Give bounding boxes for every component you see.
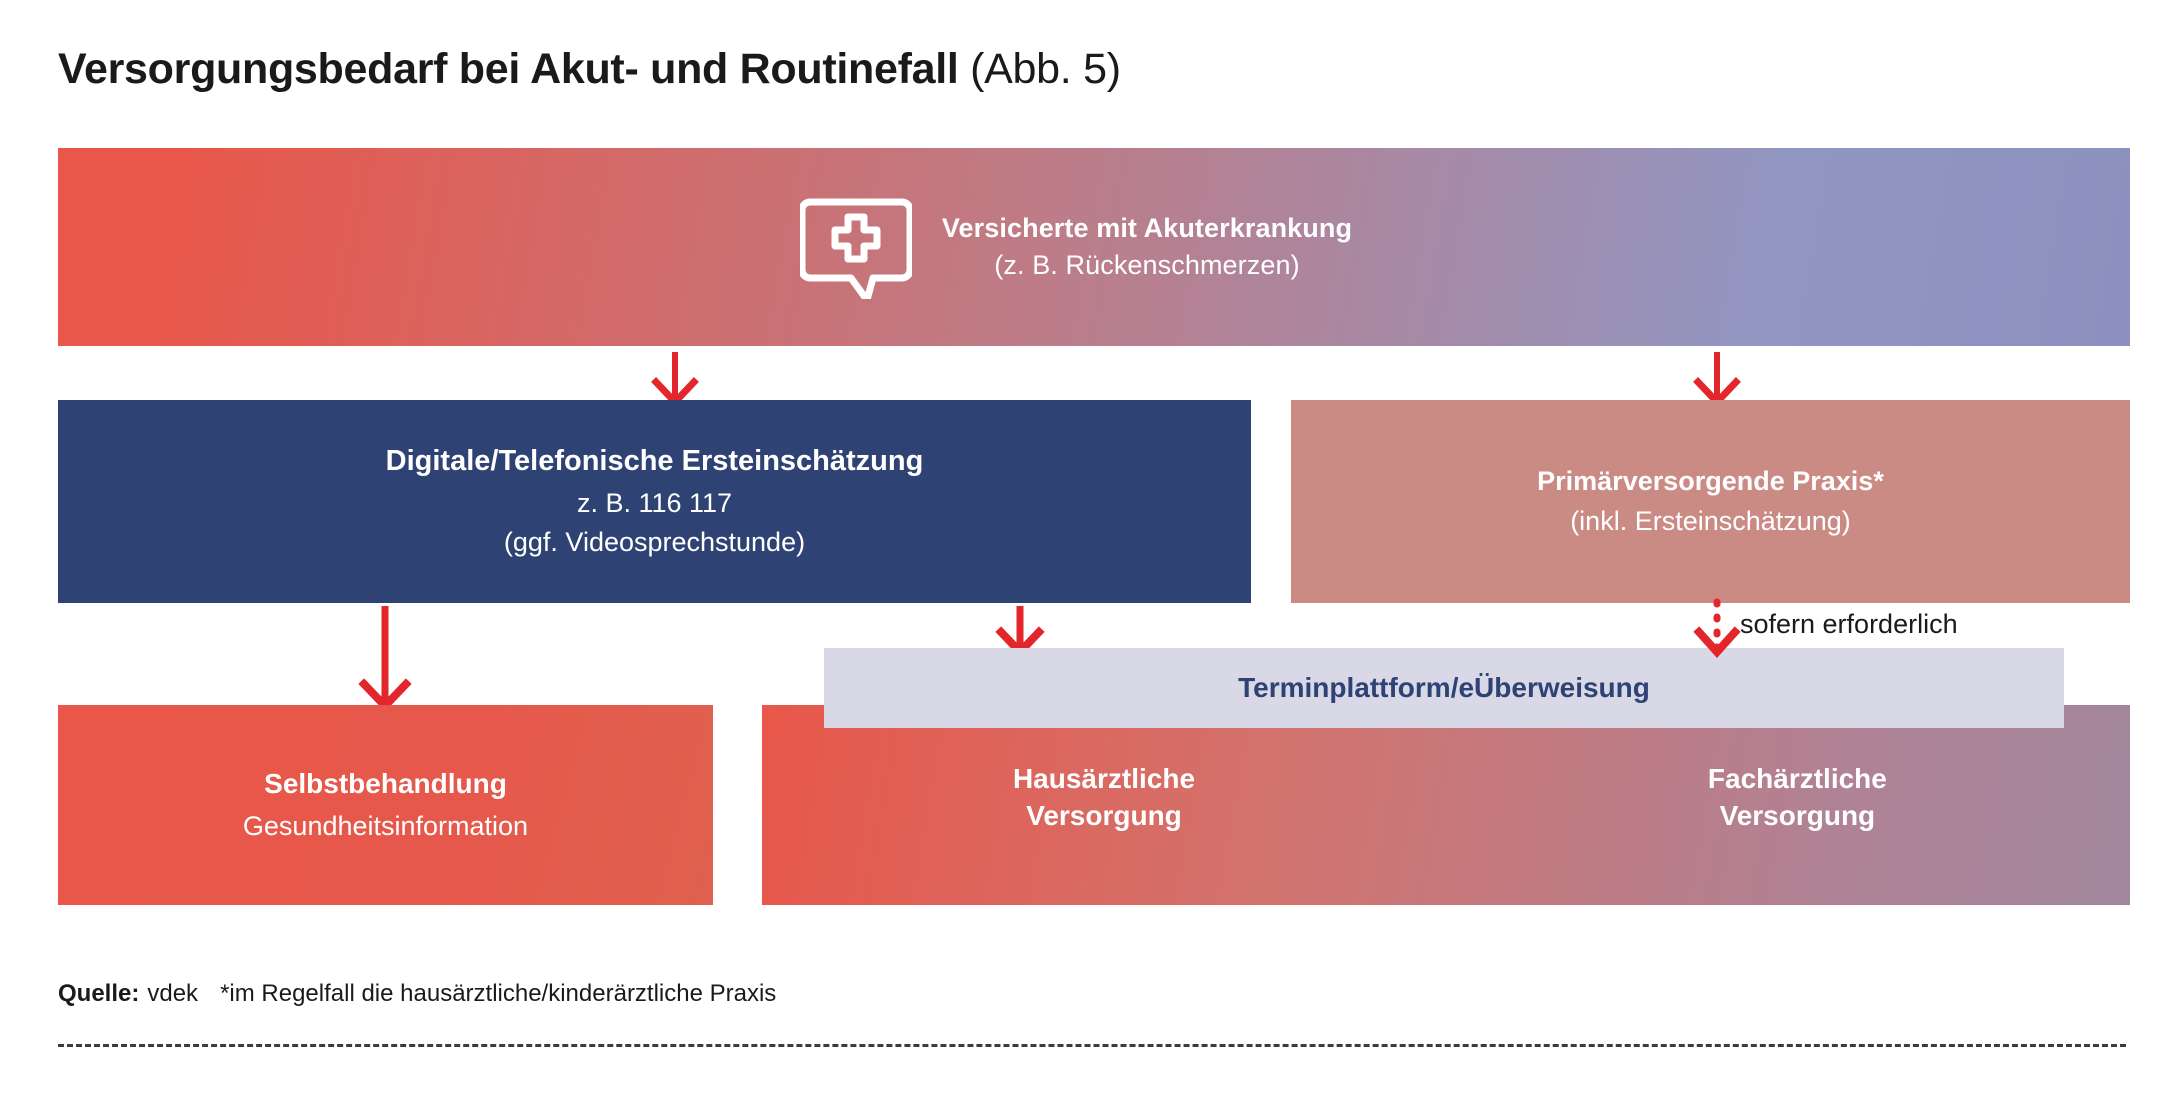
footer-source-value: vdek (147, 980, 199, 1007)
arrow-banner-to-digital (651, 352, 699, 408)
footer-note: *im Regelfall die hausärztliche/kinderär… (220, 980, 777, 1007)
box-digital-line-2: z. B. 116 117 (576, 487, 733, 518)
banner-line-2: (z. B. Rückenschmerzen) (994, 250, 1300, 280)
arrow-primary-to-terminplattform-dotted (1693, 598, 1741, 658)
arrow-digital-to-selbstbehandlung (358, 606, 412, 712)
box-primary-line-2: (inkl. Ersteinschätzung) (1570, 506, 1851, 536)
banner-line-1: Versicherte mit Akuterkrankung (941, 213, 1353, 244)
box-self-line-2: Gesundheitsinformation (242, 810, 529, 841)
fachaerztlich-line-2: Versorgung (1719, 800, 1876, 831)
hausaerztlich-line-2: Versorgung (1026, 800, 1182, 831)
banner-content: Versicherte mit Akuterkrankung (z. B. Rü… (799, 195, 1352, 299)
arrow-digital-to-terminplattform (995, 606, 1045, 658)
box-digital-line-1: Digitale/Telefonische Ersteinschätzung (385, 445, 924, 478)
banner-text: Versicherte mit Akuterkrankung (z. B. Rü… (942, 212, 1352, 282)
footer-divider (58, 1044, 2126, 1047)
box-selbstbehandlung: Selbstbehandlung Gesundheitsinformation (58, 705, 713, 905)
box-hausaerztliche-versorgung: Hausärztliche Versorgung (762, 698, 1446, 898)
page-title-bold: Versorgungsbedarf bei Akut- und Routinef… (58, 45, 959, 93)
box-terminplattform-eueberweisung: Terminplattform/eÜberweisung (824, 648, 2064, 728)
banner-versicherte: Versicherte mit Akuterkrankung (z. B. Rü… (58, 148, 2130, 346)
speech-bubble-medical-cross-icon (799, 198, 912, 299)
box-versorgung: Hausärztliche Versorgung Fachärztliche V… (762, 705, 2130, 905)
footer-source: Quelle: vdek *im Regelfall die hausärztlic… (58, 980, 776, 1008)
box-primary-line-1: Primärversorgende Praxis* (1537, 465, 1884, 496)
label-sofern-erforderlich: sofern erforderlich (1740, 609, 1958, 639)
box-fachaerztliche-versorgung: Fachärztliche Versorgung (1483, 698, 2112, 898)
box-terminplattform-label: Terminplattform/eÜberweisung (1238, 672, 1650, 703)
page-title-figure-ref: (Abb. 5) (958, 45, 1121, 93)
box-digitale-telefonische-ersteinschaetzung: Digitale/Telefonische Ersteinschätzung z… (58, 400, 1251, 603)
footer-source-label: Quelle: (58, 980, 140, 1007)
box-digital-line-3: (ggf. Videosprechstunde) (503, 526, 806, 557)
page-title: Versorgungsbedarf bei Akut- und Routinef… (58, 43, 1121, 95)
hausaerztlich-line-1: Hausärztliche (1012, 763, 1196, 795)
box-primaerversorgende-praxis: Primärversorgende Praxis* (inkl. Erstein… (1291, 400, 2130, 603)
arrow-banner-to-primary (1693, 352, 1741, 408)
fachaerztlich-line-1: Fachärztliche (1707, 763, 1887, 795)
box-self-line-1: Selbstbehandlung (264, 768, 507, 800)
